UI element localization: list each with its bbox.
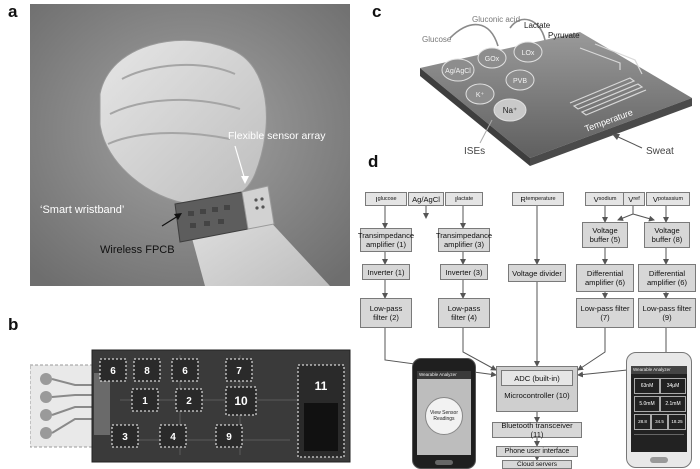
block-mcu-group: ADC (built-in) Microcontroller (10)	[496, 366, 578, 412]
block-inverter-3: Inverter (3)	[440, 264, 488, 280]
block-voltage-buffer-5: Voltage buffer (5)	[582, 222, 628, 248]
chip-label: 6	[110, 366, 116, 377]
phone-right: Wearable Analyzer 63nM 34μM 5.0mM 2.1mM …	[626, 352, 692, 468]
chip-label: 8	[144, 366, 150, 377]
label-wireless-fpcb: Wireless FPCB	[100, 244, 175, 256]
phone-right-app-bar: Wearable Analyzer	[631, 366, 687, 374]
block-transimpedance-3: Transimpedance amplifier (3)	[436, 228, 492, 252]
panel-b-photo: 6 8 6 7 1 2 10 3 4 9 11	[30, 345, 360, 465]
label-flexible-sensor-array: Flexible sensor array	[228, 130, 326, 142]
block-differential-amplifier-6b: Differential amplifier (6)	[638, 264, 696, 292]
block-transimpedance-1: Transimpedance amplifier (1)	[358, 228, 414, 252]
chip-label: 6	[182, 366, 188, 377]
label-lox: LOx	[522, 50, 535, 57]
input-i-glucose-symbol: I	[375, 194, 378, 204]
phone-left-app-bar: Wearable Analyzer	[417, 371, 471, 379]
block-differential-amplifier-6a: Differential amplifier (6)	[576, 264, 634, 292]
phone-right-screen: Wearable Analyzer 63nM 34μM 5.0mM 2.1mM …	[631, 366, 687, 452]
input-v-ref-sub: ref	[633, 195, 640, 202]
reading-tile: 28.8	[634, 414, 651, 430]
block-phone-user-interface: Phone user interface	[496, 446, 578, 457]
block-voltage-buffer-8: Voltage buffer (8)	[644, 222, 690, 248]
fpcb-graphic: 6 8 6 7 1 2 10 3 4 9 11	[30, 349, 351, 463]
phone-right-home-button[interactable]	[650, 457, 668, 463]
label-na: Na⁺	[503, 106, 517, 115]
block-low-pass-filter-9: Low-pass filter (9)	[638, 298, 696, 328]
input-v-potassium-symbol: V	[652, 194, 658, 204]
input-r-temperature-symbol: R	[520, 194, 526, 204]
label-ag-agcl: Ag/AgCl	[445, 68, 471, 75]
reading-tile: 34μM	[660, 378, 686, 394]
label-pyruvate: Pyruvate	[548, 31, 580, 40]
phone-left: Wearable Analyzer View Sensor Readings	[412, 358, 476, 469]
block-voltage-divider: Voltage divider	[508, 264, 566, 282]
panel-a-letter: a	[8, 2, 18, 21]
block-bluetooth-transceiver: Bluetooth transceiver (11)	[492, 421, 582, 439]
view-sensor-readings-button[interactable]: View Sensor Readings	[425, 397, 463, 435]
phone-right-nav-bar	[634, 434, 684, 445]
panel-a-photo: Flexible sensor array ‘Smart wristband’ …	[30, 4, 350, 286]
label-k: K⁺	[476, 92, 485, 99]
sensor-array-graphic: Glucose Gluconic acid Lactate Pyruvate G…	[420, 15, 692, 166]
reading-tile: 18.25	[668, 414, 686, 430]
input-ag-agcl: Ag/AgCl	[408, 192, 444, 206]
reading-tile: 34.5	[651, 414, 668, 430]
block-low-pass-filter-4: Low-pass filter (4)	[438, 298, 490, 328]
label-gox: GOx	[485, 56, 500, 63]
chip-label: 11	[315, 379, 328, 393]
panel-b-letter: b	[8, 315, 19, 334]
label-smart-wristband: ‘Smart wristband’	[40, 204, 125, 216]
panel-d-letter: d	[368, 152, 379, 171]
block-adc: ADC (built-in)	[501, 370, 573, 386]
label-lactate: Lactate	[524, 21, 551, 30]
input-r-temperature-sub: temperature	[525, 195, 556, 202]
label-pvb: PVB	[513, 78, 527, 85]
input-i-lactate-sub: lactate	[456, 195, 474, 202]
phone-left-screen: Wearable Analyzer View Sensor Readings	[417, 371, 471, 455]
label-gluconic-acid: Gluconic acid	[472, 15, 520, 24]
label-glucose: Glucose	[422, 35, 452, 44]
chip-label: 3	[122, 432, 128, 443]
chip-label: 2	[186, 396, 192, 407]
panel-c-letter: c	[372, 2, 382, 21]
phone-left-home-button[interactable]	[435, 460, 453, 465]
reading-tile: 63nM	[634, 378, 660, 394]
panel-c-illustration: Glucose Gluconic acid Lactate Pyruvate G…	[380, 8, 698, 168]
label-sweat: Sweat	[646, 146, 674, 157]
input-v-potassium-sub: potassium	[658, 195, 684, 202]
input-v-sodium-sub: sodium	[598, 195, 617, 202]
reading-tile: 2.1mM	[660, 396, 686, 412]
block-cloud-servers: Cloud servers	[502, 460, 572, 469]
chip-label: 10	[234, 394, 248, 408]
block-microcontroller: Microcontroller (10)	[504, 391, 570, 400]
chip-label: 9	[226, 432, 232, 443]
chip-label: 7	[236, 366, 242, 377]
block-low-pass-filter-2: Low-pass filter (2)	[360, 298, 412, 328]
input-i-lactate-symbol: I	[454, 194, 457, 204]
chip-label: 1	[142, 396, 148, 407]
block-low-pass-filter-7: Low-pass filter (7)	[576, 298, 634, 328]
reading-tile: 5.0mM	[634, 396, 660, 412]
wrist-photo-graphic	[30, 4, 350, 286]
label-ises: ISEs	[464, 146, 485, 157]
input-v-ref-symbol: V	[628, 194, 634, 204]
input-i-glucose-sub: glucose	[377, 195, 397, 202]
block-inverter-1: Inverter (1)	[362, 264, 410, 280]
chip-label: 4	[170, 432, 176, 443]
input-v-sodium-symbol: V	[593, 194, 599, 204]
